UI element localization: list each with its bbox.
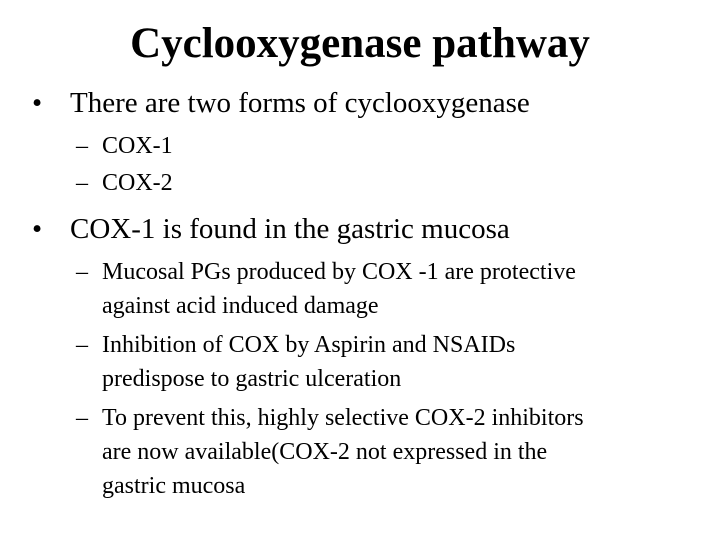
sub-item: – COX-2 bbox=[76, 166, 173, 200]
slide-title: Cyclooxygenase pathway bbox=[130, 20, 590, 67]
sub-item-text-line: To prevent this, highly selective COX-2 … bbox=[102, 405, 584, 431]
dash-symbol: – bbox=[76, 170, 88, 196]
sub-item: – Mucosal PGs produced by COX -1 are pro… bbox=[76, 255, 576, 323]
bullet-symbol: • bbox=[32, 213, 43, 245]
sub-item-text-line: are now available(COX-2 not expressed in… bbox=[102, 439, 548, 465]
bullet-item: • There are two forms of cyclooxygenase bbox=[32, 86, 530, 120]
bullet-text: There are two forms of cyclooxygenase bbox=[70, 87, 530, 119]
dash-symbol: – bbox=[76, 332, 88, 358]
bullet-text: COX-1 is found in the gastric mucosa bbox=[70, 213, 510, 245]
dash-symbol: – bbox=[76, 259, 88, 285]
sub-item-text-line: Mucosal PGs produced by COX -1 are prote… bbox=[102, 259, 576, 285]
dash-symbol: – bbox=[76, 405, 88, 431]
sub-item-text: COX-2 bbox=[102, 170, 173, 196]
sub-item-text: COX-1 bbox=[102, 133, 173, 159]
sub-item-text-line: Inhibition of COX by Aspirin and NSAIDs bbox=[102, 332, 516, 358]
sub-item-text-line: predispose to gastric ulceration bbox=[102, 366, 402, 392]
dash-symbol: – bbox=[76, 133, 88, 159]
sub-item: – Inhibition of COX by Aspirin and NSAID… bbox=[76, 328, 515, 396]
bullet-item: • COX-1 is found in the gastric mucosa bbox=[32, 212, 510, 246]
sub-item-text-line: gastric mucosa bbox=[102, 473, 246, 499]
bullet-symbol: • bbox=[32, 87, 43, 119]
sub-item-text-line: against acid induced damage bbox=[102, 293, 379, 319]
sub-item: – To prevent this, highly selective COX-… bbox=[76, 401, 584, 503]
sub-item: – COX-1 bbox=[76, 129, 173, 163]
